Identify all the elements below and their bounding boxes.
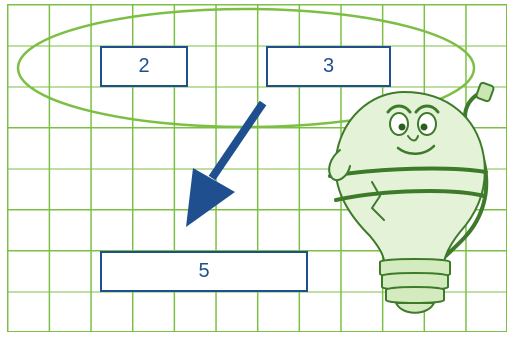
number-box-second: 3 [266, 46, 391, 87]
number-result: 5 [198, 260, 209, 283]
number-first: 2 [138, 55, 149, 78]
lightbulb-mascot-icon [329, 82, 494, 313]
number-second: 3 [323, 55, 334, 78]
number-box-result: 5 [100, 251, 308, 292]
arrow-down-left-icon [186, 103, 263, 227]
number-box-first: 2 [100, 46, 188, 87]
